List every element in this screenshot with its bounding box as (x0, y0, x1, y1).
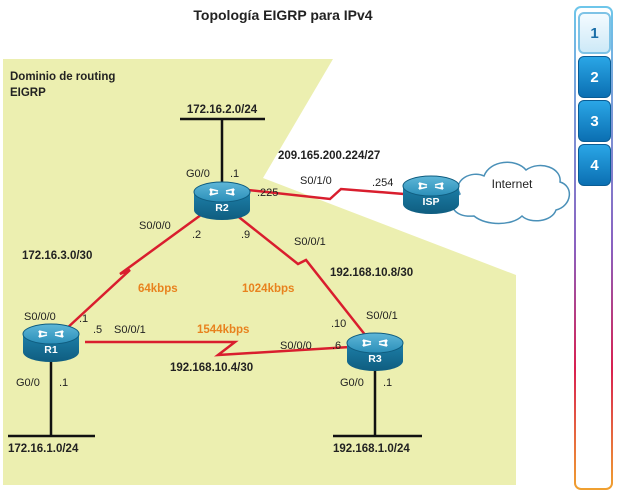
r1-lan-segment (8, 355, 95, 438)
network-r1-lan: 172.16.1.0/24 (8, 443, 79, 455)
r1-s000-ip: .1 (79, 313, 88, 325)
router-r3-icon[interactable]: R3 (346, 332, 404, 371)
page-4-button[interactable]: 4 (578, 144, 611, 186)
r1-g00-ip: .1 (59, 377, 68, 389)
page-2-button[interactable]: 2 (578, 56, 611, 98)
internet-cloud-icon (451, 161, 570, 225)
r3-g00-ip: .1 (383, 377, 392, 389)
isp-ip: .254 (372, 177, 393, 189)
r2-isp-ip: .225 (257, 187, 278, 199)
r3-lan-segment (333, 362, 422, 438)
r1-s000-label: S0/0/0 (24, 311, 56, 323)
r3-g00-label: G0/0 (340, 377, 364, 389)
network-r1-r2: 172.16.3.0/30 (22, 250, 92, 262)
domain-label-line2: EIGRP (10, 87, 46, 99)
router-isp-label: ISP (423, 196, 440, 208)
eigrp-domain-area (3, 59, 516, 485)
network-isp-link: 209.165.200.224/27 (278, 150, 380, 162)
r3-s000-ip: .6 (332, 340, 341, 352)
serial-link-r2-r3 (234, 213, 367, 337)
serial-link-r2-isp (247, 187, 405, 201)
bandwidth-r1-r2: 64kbps (138, 283, 178, 295)
r2-s000-ip: .2 (192, 229, 201, 241)
bandwidth-r2-r3: 1024kbps (242, 283, 294, 295)
r3-s000-label: S0/0/0 (280, 340, 312, 352)
router-r2-label: R2 (215, 202, 229, 214)
router-r1-label: R1 (44, 344, 58, 356)
domain-label-line1: Dominio de routing (10, 71, 115, 83)
r3-s001-label: S0/0/1 (366, 310, 398, 322)
serial-link-r1-r2 (64, 210, 206, 331)
page-3-button[interactable]: 3 (578, 100, 611, 142)
router-r3-label: R3 (368, 353, 382, 365)
network-r3-lan: 192.168.1.0/24 (333, 443, 410, 455)
isp-s010-label: S0/1/0 (300, 175, 332, 187)
internet-label: Internet (492, 177, 533, 191)
r1-s001-ip: .5 (93, 324, 102, 336)
network-r2-r3: 192.168.10.8/30 (330, 267, 413, 279)
network-r1-r3: 192.168.10.4/30 (170, 362, 253, 374)
r1-g00-label: G0/0 (16, 377, 40, 389)
r2-g00-ip: .1 (230, 168, 239, 180)
router-r1-icon[interactable]: R1 (22, 323, 80, 362)
r2-lan-segment (180, 117, 265, 185)
r2-s000-label: S0/0/0 (139, 220, 171, 232)
r2-s001-ip: .9 (241, 229, 250, 241)
serial-link-r1-r3 (85, 340, 351, 357)
network-r2-lan: 172.16.2.0/24 (187, 104, 258, 116)
diagram-title: Topología EIGRP para IPv4 (193, 7, 372, 23)
router-r2-icon[interactable]: R2 (193, 181, 251, 220)
router-isp-icon[interactable]: ISP (402, 175, 460, 214)
r1-s001-label: S0/0/1 (114, 324, 146, 336)
r2-s001-label: S0/0/1 (294, 236, 326, 248)
r2-g00-label: G0/0 (186, 168, 210, 180)
page-1-button[interactable]: 1 (578, 12, 611, 54)
page-navigation: 1 2 3 4 (574, 6, 614, 490)
r3-s001-ip: .10 (331, 318, 346, 330)
nav-frame (574, 6, 613, 490)
bandwidth-r1-r3: 1544kbps (197, 324, 249, 336)
